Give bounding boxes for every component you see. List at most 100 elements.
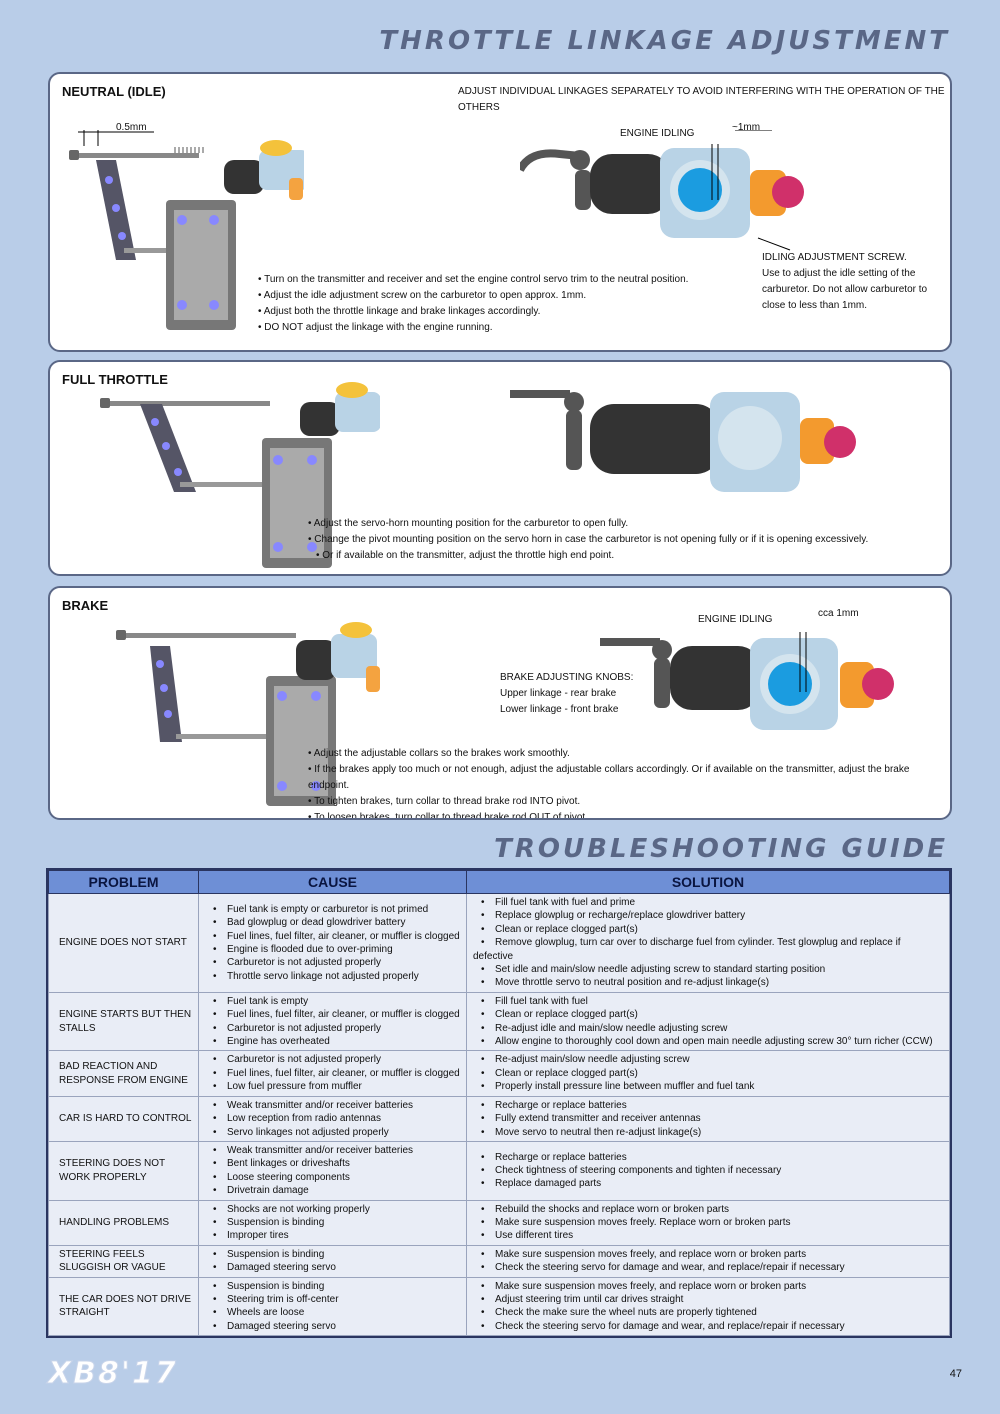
xb8-logo: XB8'17 [48, 1356, 178, 1392]
cause-item: Low reception from radio antennas [205, 1112, 460, 1125]
solution-item: Fill fuel tank with fuel and prime [473, 896, 943, 909]
cause-cell: Weak transmitter and/or receiver batteri… [198, 1095, 467, 1142]
solution-item: Make sure suspension moves freely, and r… [473, 1248, 943, 1261]
cause-item: Suspension is binding [205, 1248, 460, 1261]
page-title: THROTTLE LINKAGE ADJUSTMENT [379, 26, 950, 56]
solution-item: Fill fuel tank with fuel [473, 995, 943, 1008]
table-header-row: PROBLEM CAUSE SOLUTION [48, 870, 950, 894]
col-header-problem: PROBLEM [48, 870, 199, 894]
cause-item: Drivetrain damage [205, 1184, 460, 1197]
bullet-item: To tighten brakes, turn collar to thread… [308, 794, 950, 810]
cause-item: Servo linkages not adjusted properly [205, 1126, 460, 1139]
knobs-line: Lower linkage - front brake [500, 704, 619, 715]
linkage-note: ADJUST INDIVIDUAL LINKAGES SEPARATELY TO… [458, 86, 945, 113]
solution-item: Check the steering servo for damage and … [473, 1320, 943, 1333]
bullet-item: Turn on the transmitter and receiver and… [258, 272, 688, 288]
solution-item: Set idle and main/slow needle adjusting … [473, 963, 943, 976]
neutral-carb-diagram [520, 130, 804, 251]
cause-item: Carburetor is not adjusted properly [205, 1022, 460, 1035]
table-row: BAD REACTION AND RESPONSE FROM ENGINECar… [48, 1050, 950, 1097]
problem-cell: HANDLING PROBLEMS [48, 1199, 199, 1246]
bullet-line: Or if available on the transmitter, adju… [308, 548, 868, 564]
cause-item: Engine is flooded due to over-priming [205, 943, 460, 956]
solution-item: Make sure suspension moves freely, and r… [473, 1280, 943, 1293]
brake-carb-diagram [600, 632, 894, 730]
cause-item: Fuel lines, fuel filter, air cleaner, or… [205, 1008, 460, 1021]
cause-item: Fuel lines, fuel filter, air cleaner, or… [205, 930, 460, 943]
solution-item: Re-adjust idle and main/slow needle adju… [473, 1022, 943, 1035]
brake-engine-idling-label: ENGINE IDLING [698, 614, 773, 625]
cause-item: Improper tires [205, 1229, 460, 1242]
cause-cell: Shocks are not working properlySuspensio… [198, 1199, 467, 1246]
table-row: STEERING DOES NOT WORK PROPERLYWeak tran… [48, 1140, 950, 1201]
cause-item: Weak transmitter and/or receiver batteri… [205, 1144, 460, 1157]
cause-cell: Carburetor is not adjusted properlyFuel … [198, 1050, 467, 1097]
cause-item: Bent linkages or driveshafts [205, 1157, 460, 1170]
bullet-item: Change the pivot mounting position on th… [308, 532, 868, 548]
cause-cell: Fuel tank is emptyFuel lines, fuel filte… [198, 991, 467, 1052]
neutral-bullets: Turn on the transmitter and receiver and… [258, 272, 689, 336]
neutral-title: NEUTRAL (IDLE) [62, 84, 166, 99]
cause-cell: Fuel tank is empty or carburetor is not … [198, 893, 467, 993]
solution-item: Recharge or replace batteries [473, 1099, 943, 1112]
table-row: ENGINE DOES NOT START Fuel tank is empty … [48, 893, 950, 993]
knobs-title: BRAKE ADJUSTING KNOBS: [500, 672, 634, 683]
solution-cell: Recharge or replace batteriesFully exten… [466, 1095, 950, 1142]
brake-title: BRAKE [62, 598, 109, 613]
full-carb-diagram [510, 390, 856, 492]
solution-item: Adjust steering trim until car drives st… [473, 1293, 943, 1306]
solution-cell: Rebuild the shocks and replace worn or b… [466, 1199, 950, 1246]
full-throttle-title: FULL THROTTLE [62, 372, 168, 387]
table-row: STEERING FEELS SLUGGISH OR VAGUESuspensi… [48, 1244, 950, 1278]
solution-cell: Make sure suspension moves freely, and r… [466, 1244, 950, 1278]
knobs-line: Upper linkage - rear brake [500, 688, 617, 699]
bullet-item: Adjust the servo-horn mounting position … [308, 516, 868, 532]
solution-item: Clean or replace clogged part(s) [473, 1008, 943, 1021]
table-row: HANDLING PROBLEMSShocks are not working … [48, 1199, 950, 1246]
cause-item: Damaged steering servo [205, 1261, 460, 1274]
cause-item: Loose steering components [205, 1171, 460, 1184]
solution-item: Use different tires [473, 1229, 943, 1242]
full-bullets: Adjust the servo-horn mounting position … [308, 516, 869, 564]
solution-item: Move throttle servo to neutral position … [473, 976, 943, 989]
cause-item: Suspension is binding [205, 1216, 460, 1229]
solution-item: Replace glowplug or recharge/replace glo… [473, 909, 943, 922]
cause-item: Bad glowplug or dead glowdriver battery [205, 916, 460, 929]
cause-item: Damaged steering servo [205, 1320, 460, 1333]
cause-item: Carburetor is not adjusted properly [205, 956, 460, 969]
solution-item: Move servo to neutral then re-adjust lin… [473, 1126, 943, 1139]
full-linkage-diagram [100, 382, 380, 568]
cause-item: Engine has overheated [205, 1035, 460, 1048]
solution-item: Allow engine to thoroughly cool down and… [473, 1035, 943, 1048]
cause-item: Throttle servo linkage not adjusted prop… [205, 970, 460, 983]
solution-cell: Recharge or replace batteriesCheck tight… [466, 1140, 950, 1201]
screw-line: carburetor. Do not allow carburetor to [762, 284, 928, 295]
cause-item: Weak transmitter and/or receiver batteri… [205, 1099, 460, 1112]
bullet-item: Adjust the adjustable collars so the bra… [308, 746, 950, 762]
solution-item: Make sure suspension moves freely. Repla… [473, 1216, 943, 1229]
solution-cell: Re-adjust main/slow needle adjusting scr… [466, 1050, 950, 1097]
cause-item: Suspension is binding [205, 1280, 460, 1293]
page-number: 47 [949, 1368, 962, 1380]
cause-item: Steering trim is off-center [205, 1293, 460, 1306]
brake-knobs-note: BRAKE ADJUSTING KNOBS: Upper linkage - r… [500, 670, 633, 718]
screw-line: close to less than 1mm. [762, 300, 868, 311]
solution-item: Check the steering servo for damage and … [473, 1261, 943, 1274]
solution-item: Fully extend transmitter and receiver an… [473, 1112, 943, 1125]
brake-bullets: Adjust the adjustable collars so the bra… [308, 746, 950, 818]
screw-note: IDLING ADJUSTMENT SCREW. Use to adjust t… [762, 250, 927, 314]
col-header-solution: SOLUTION [466, 870, 950, 894]
neutral-dim-left: 0.5mm [116, 122, 147, 133]
solution-item: Re-adjust main/slow needle adjusting scr… [473, 1053, 943, 1066]
problem-cell: STEERING FEELS SLUGGISH OR VAGUE [48, 1244, 199, 1278]
engine-idling-label: ENGINE IDLING [620, 128, 695, 139]
cause-cell: Suspension is bindingDamaged steering se… [198, 1244, 467, 1278]
problem-cell: ENGINE DOES NOT START [48, 893, 199, 993]
solution-item: Clean or replace clogged part(s) [473, 923, 943, 936]
troubleshooting-table: PROBLEM CAUSE SOLUTION ENGINE DOES NOT S… [46, 868, 952, 1339]
solution-item: Properly install pressure line between m… [473, 1080, 943, 1093]
bullet-item: DO NOT adjust the linkage with the engin… [258, 320, 688, 336]
cause-item: Low fuel pressure from muffler [205, 1080, 460, 1093]
cause-item: Fuel tank is empty or carburetor is not … [205, 903, 460, 916]
problem-cell: BAD REACTION AND RESPONSE FROM ENGINE [48, 1050, 199, 1097]
